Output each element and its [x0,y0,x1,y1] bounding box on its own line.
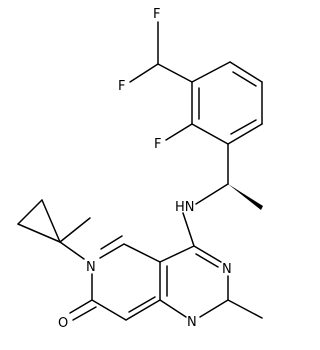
atom-nh: HN [175,200,195,215]
bond-cp-methyl [59,217,91,243]
atom-n-amide: N [86,260,96,275]
bond-pyr-c2-methyl [227,299,263,319]
bond-benz-1 [191,61,231,83]
bond-carbonyl-1 [69,299,93,314]
molecule-structure: F F F HN N N N O [17,7,263,331]
atom-f-ortho: F [154,137,161,152]
atom-o-carbonyl: O [58,316,68,331]
bond-chiral-nh [195,183,229,205]
bond-pyr-c4-n3-double [195,253,219,268]
bond-cp-2 [17,199,43,225]
bond-cp-3 [41,199,61,243]
bond-chf2-f-left [129,63,159,83]
structure-canvas: F F F HN N N N O [17,7,263,331]
bond-pyd-c7-c8 [91,299,127,321]
bond-pyr-c4-n3 [193,245,222,263]
bond-pyd-c8-c8a [125,299,161,321]
bond-n-cyclopropyl [59,241,85,260]
bond-pyd-c5-n6-double [100,235,123,250]
bond-nh-c4 [182,212,195,247]
bond-benz-inner-2 [230,119,257,135]
bond-benz-2 [229,61,263,83]
bond-pyr-c4a-c4 [159,245,195,263]
atom-n-pyrimidine-lower: N [187,315,197,330]
bond-pyr-n1-c8a [159,299,187,318]
bond-pyd-c4a-c5 [123,243,161,263]
bond-pyr-c2-n1 [199,299,229,318]
bond-carbonyl-2 [72,306,97,321]
bond-pyd-c8-c8a-double [128,296,156,313]
bond-benz-inner-1 [232,71,257,87]
wedge-methyl [228,184,263,210]
bond-ortho-f [165,123,193,141]
bond-pyd-c5-n6 [99,243,125,259]
atom-f-left: F [118,79,125,94]
bond-cp-1 [17,223,61,243]
bond-benz-4 [227,123,263,145]
atom-n-pyrimidine-upper: N [222,262,232,277]
bond-benz-5 [191,123,229,145]
bond-chf2-ring [157,63,193,83]
atom-f-top: F [153,7,160,22]
